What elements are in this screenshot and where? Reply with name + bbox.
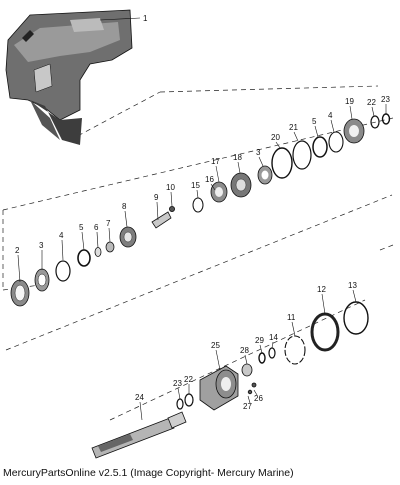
- small-pin[interactable]: [247, 389, 253, 395]
- forward-gear[interactable]: [119, 226, 137, 248]
- callout-7: 7: [106, 219, 111, 228]
- callout-21: 21: [289, 123, 298, 132]
- callout-22b: 22: [184, 375, 193, 384]
- callout-6: 6: [94, 223, 99, 232]
- callout-15: 15: [191, 181, 200, 190]
- callout-10: 10: [166, 183, 175, 192]
- detent-ball[interactable]: [168, 205, 175, 212]
- callout-1: 1: [143, 14, 148, 23]
- callout-12: 12: [317, 285, 326, 294]
- callout-labels: 1 2 3 4 5 6 7 8 9 10 15 16 17 18 3 20 21…: [15, 14, 390, 411]
- thrust-washer[interactable]: [77, 249, 91, 267]
- spring-clip[interactable]: [192, 197, 204, 213]
- tapered-roller-bearing[interactable]: [257, 165, 273, 185]
- bearing-carrier-assembly[interactable]: [199, 365, 239, 411]
- needle-bearing[interactable]: [241, 363, 253, 377]
- callout-23b: 23: [173, 379, 182, 388]
- washer[interactable]: [258, 352, 266, 364]
- callout-29: 29: [255, 336, 264, 345]
- tapered-roller-bearing[interactable]: [34, 268, 50, 292]
- callout-17: 17: [211, 157, 220, 166]
- cam-follower[interactable]: [151, 211, 172, 229]
- seal-ring[interactable]: [292, 140, 312, 170]
- callout-14: 14: [269, 333, 278, 342]
- roller-bearing[interactable]: [105, 241, 115, 253]
- callout-23: 23: [381, 95, 390, 104]
- callout-28: 28: [240, 346, 249, 355]
- callout-20: 20: [271, 133, 280, 142]
- shim-ring[interactable]: [328, 131, 344, 153]
- o-ring[interactable]: [176, 398, 184, 410]
- callout-16: 16: [205, 175, 214, 184]
- shim-ring[interactable]: [55, 260, 71, 282]
- callout-22: 22: [367, 98, 376, 107]
- callout-3b: 3: [256, 148, 261, 157]
- retaining-ring[interactable]: [271, 147, 293, 179]
- callout-2: 2: [15, 246, 20, 255]
- callout-5b: 5: [312, 117, 317, 126]
- callout-9: 9: [154, 193, 159, 202]
- tab-washer[interactable]: [343, 301, 369, 335]
- reverse-gear[interactable]: [230, 172, 252, 198]
- callout-11: 11: [287, 313, 296, 322]
- callout-18: 18: [233, 153, 242, 162]
- callout-19: 19: [345, 97, 354, 106]
- copyright-caption: MercuryPartsOnline v2.5.1 (Image Copyrig…: [3, 467, 294, 479]
- small-pin[interactable]: [251, 382, 257, 388]
- callout-27: 27: [243, 402, 252, 411]
- callout-3: 3: [39, 241, 44, 250]
- gearcase-housing[interactable]: [5, 9, 133, 145]
- callout-8: 8: [122, 202, 127, 211]
- assembly-guide-lines: [2, 59, 394, 421]
- spanner-nut[interactable]: [310, 312, 340, 352]
- callout-25: 25: [211, 341, 220, 350]
- callout-26: 26: [254, 394, 263, 403]
- small-washer[interactable]: [94, 247, 102, 257]
- bearing-carrier[interactable]: [343, 118, 365, 144]
- propeller-shaft[interactable]: [91, 411, 187, 459]
- seal[interactable]: [268, 347, 276, 359]
- clutch[interactable]: [210, 181, 228, 203]
- callout-4b: 4: [328, 111, 333, 120]
- callout-4: 4: [59, 231, 64, 240]
- bearing-cup[interactable]: [10, 279, 30, 307]
- thrust-washer[interactable]: [312, 136, 328, 158]
- callout-24: 24: [135, 393, 144, 402]
- callout-5: 5: [79, 223, 84, 232]
- callout-leaders: [17, 17, 387, 421]
- callout-13: 13: [348, 281, 357, 290]
- o-ring[interactable]: [184, 393, 194, 407]
- retainer-ring[interactable]: [284, 335, 306, 365]
- o-ring[interactable]: [370, 115, 380, 129]
